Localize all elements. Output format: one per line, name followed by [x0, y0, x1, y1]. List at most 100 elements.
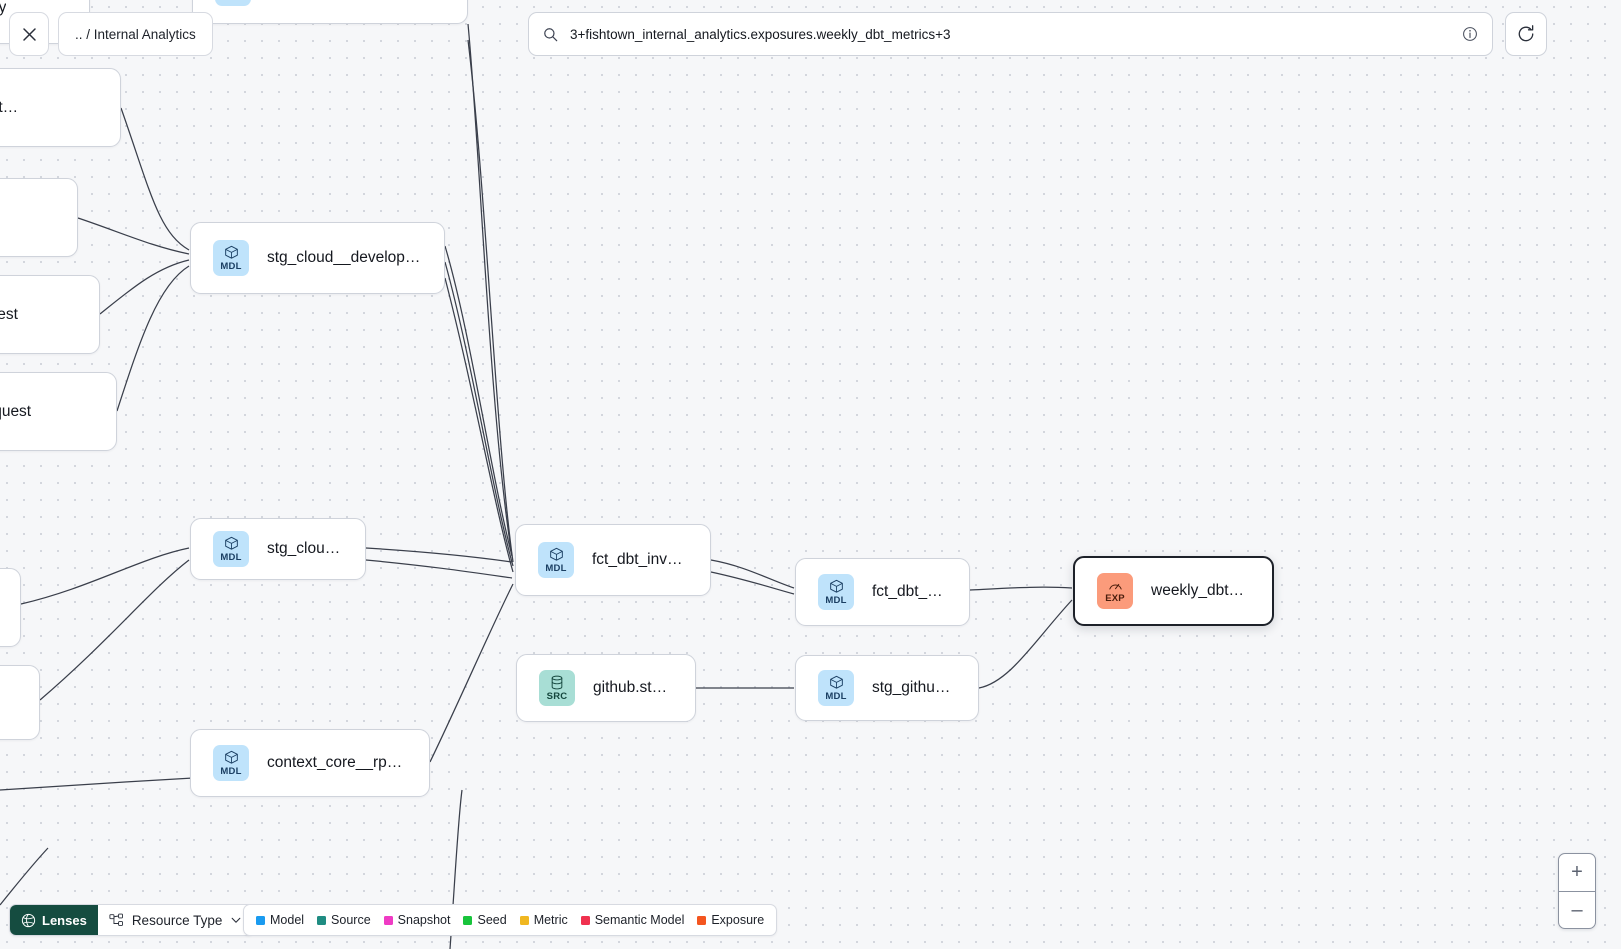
node-label: …velop_request	[0, 305, 18, 323]
lineage-edge-11	[365, 547, 513, 563]
node-label: stg_cloud__develop_requests	[267, 249, 422, 266]
lineage-edge-21	[0, 847, 49, 906]
search-input[interactable]	[568, 25, 1462, 43]
node-label: context_core__rpc_request	[267, 754, 407, 771]
cube-icon	[549, 547, 563, 561]
cube-icon	[224, 750, 238, 764]
node-type-label: MDL	[222, 0, 243, 1]
legend-label: Exposure	[711, 913, 765, 927]
node-type-label: SRC	[546, 690, 568, 702]
lineage-node-multicell[interactable]: multicell_migrat…	[0, 68, 121, 147]
legend-label: Metric	[533, 913, 568, 927]
cube-icon	[829, 675, 843, 689]
lineage-node-left_run[interactable]: ….run	[0, 665, 40, 740]
search-bar[interactable]	[528, 12, 1493, 56]
node-label: stg_github__stars	[872, 679, 956, 696]
node-type-badge-mdl: MDL	[213, 745, 249, 781]
lineage-edge-12	[365, 559, 513, 579]
node-label: …develop_request	[0, 402, 32, 420]
lineage-node-github_stargazers[interactable]: SRC github.stargazers	[516, 654, 696, 722]
node-type-label: MDL	[220, 260, 242, 272]
legend-item-model[interactable]: Model	[256, 913, 304, 927]
node-type-badge-src: SRC	[539, 670, 575, 706]
node-type-badge-exp: EXP	[1097, 573, 1133, 609]
legend-item-snapshot[interactable]: Snapshot	[383, 913, 451, 927]
node-label: stg_cloud__runs	[267, 540, 343, 557]
lineage-node-dev_request_3[interactable]: …develop_request	[0, 372, 117, 451]
lenses-button[interactable]: Lenses	[10, 905, 98, 935]
lineage-edge-15	[710, 559, 795, 589]
node-type-badge-mdl: MDL	[213, 531, 249, 567]
info-icon[interactable]	[1462, 26, 1478, 42]
zoom-controls: + –	[1558, 853, 1596, 929]
lineage-node-dev_request_2[interactable]: …velop_request	[0, 275, 100, 354]
lineage-edge-16	[710, 571, 795, 595]
breadcrumb-label: .. / Internal Analytics	[75, 26, 196, 42]
resource-type-dropdown[interactable]: Resource Type	[97, 905, 254, 935]
lineage-edge-5	[116, 265, 190, 412]
legend-item-source[interactable]: Source	[317, 913, 371, 927]
legend-swatch	[463, 915, 473, 925]
lineage-edge-10	[39, 559, 190, 701]
breadcrumb[interactable]: .. / Internal Analytics	[58, 12, 213, 56]
lineage-node-int_account_plan[interactable]: MDLint_cloud__account_plan_history	[192, 0, 468, 24]
legend-item-exposure[interactable]: Exposure	[697, 913, 764, 927]
legend-label: Snapshot	[397, 913, 451, 927]
refresh-icon	[1518, 25, 1534, 42]
lineage-edge-0	[467, 23, 513, 557]
node-label: fct_dbt_projects	[872, 583, 947, 600]
lineage-edge-8	[444, 277, 514, 573]
node-label: github.stargazers	[593, 679, 673, 696]
legend-swatch	[317, 915, 327, 925]
lineage-edge-3	[77, 217, 190, 255]
node-type-badge-mdl: MDL	[538, 542, 574, 578]
lineage-edge-13	[429, 583, 514, 763]
lineage-edge-19	[978, 599, 1073, 689]
lineage-node-stg_dev_requests[interactable]: MDL stg_cloud__develop_requests	[190, 222, 445, 294]
resource-type-legend: Model Source Snapshot Seed Metric Semantic Mo…	[243, 904, 778, 936]
lineage-node-context_rpc[interactable]: MDL context_core__rpc_request	[190, 729, 430, 797]
node-label: fct_dbt_invocations	[592, 551, 688, 568]
node-type-badge-mdl: MDL	[215, 0, 251, 6]
close-button[interactable]	[9, 12, 49, 56]
gauge-icon	[1108, 583, 1122, 589]
lenses-toolbar: Lenses Resource Type	[9, 904, 255, 936]
legend-item-semantic-model[interactable]: Semantic Model	[580, 913, 685, 927]
legend-item-metric[interactable]: Metric	[519, 913, 568, 927]
cube-icon	[829, 579, 843, 593]
refresh-button[interactable]	[1505, 12, 1547, 56]
lineage-node-fct_dbt_invoc[interactable]: MDL fct_dbt_invocations	[515, 524, 711, 596]
lineage-edge-1	[467, 39, 514, 563]
zoom-in-button[interactable]: +	[1571, 861, 1583, 883]
chevron-down-icon	[231, 917, 241, 923]
legend-swatch	[580, 915, 590, 925]
lineage-node-dev_request_1[interactable]: …p_request	[0, 178, 78, 257]
lineage-edge-6	[444, 245, 513, 557]
node-type-label: MDL	[220, 551, 242, 563]
legend-label: Seed	[477, 913, 507, 927]
nodes-icon	[109, 913, 123, 926]
node-label: multicell_migrat…	[0, 98, 19, 116]
lineage-edge-9	[20, 547, 190, 605]
zoom-out-button[interactable]: –	[1559, 891, 1595, 928]
legend-label: Semantic Model	[594, 913, 685, 927]
lenses-label: Lenses	[42, 912, 87, 928]
lineage-node-left_n[interactable]: …n	[0, 568, 21, 647]
legend-swatch	[383, 915, 393, 925]
legend-swatch	[697, 915, 707, 925]
lineage-edge-4	[99, 259, 190, 315]
close-icon	[22, 27, 36, 41]
legend-item-seed[interactable]: Seed	[463, 913, 507, 927]
node-type-label: MDL	[545, 562, 567, 574]
cube-icon	[224, 536, 238, 550]
search-icon	[544, 27, 558, 41]
cube-icon	[224, 245, 238, 259]
node-type-label: EXP	[1105, 593, 1125, 604]
node-type-badge-mdl: MDL	[213, 240, 249, 276]
lineage-node-stg_cloud_runs[interactable]: MDL stg_cloud__runs	[190, 518, 366, 580]
